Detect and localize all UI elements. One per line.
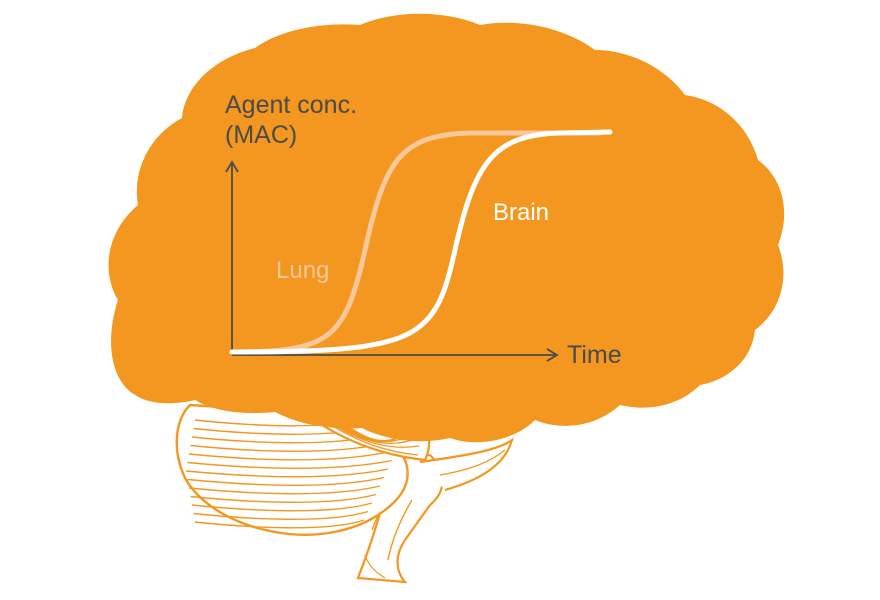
cerebellum-fold-line xyxy=(185,468,389,478)
cerebellum-fold-line xyxy=(187,459,393,469)
cerebellum-fold-line xyxy=(187,476,385,486)
lung-curve xyxy=(229,130,603,355)
x-axis-arrow xyxy=(546,348,559,362)
cerebellum-fold-line xyxy=(191,502,373,512)
y-axis-label-line1: Agent conc. xyxy=(225,91,357,119)
brain-silhouette-icon xyxy=(108,13,785,443)
chart-axes xyxy=(225,160,559,362)
x-axis-label: Time xyxy=(567,341,622,369)
cerebellum-fold-line xyxy=(188,451,389,461)
cerebellum-fold-line xyxy=(190,442,385,452)
brain-curve xyxy=(229,129,613,355)
lung-curve-label: Lung xyxy=(276,257,329,284)
cerebellum-fold-line xyxy=(193,510,369,520)
y-axis-label-line2: (MAC) xyxy=(225,121,297,149)
cerebellum-fold-line xyxy=(188,485,381,495)
cerebellum-fold-line xyxy=(190,493,377,503)
cerebellum-fold-line xyxy=(194,519,365,529)
brain-curve-label: Brain xyxy=(493,199,549,226)
y-axis-arrow xyxy=(225,160,239,173)
brainstem-icon xyxy=(356,437,514,584)
